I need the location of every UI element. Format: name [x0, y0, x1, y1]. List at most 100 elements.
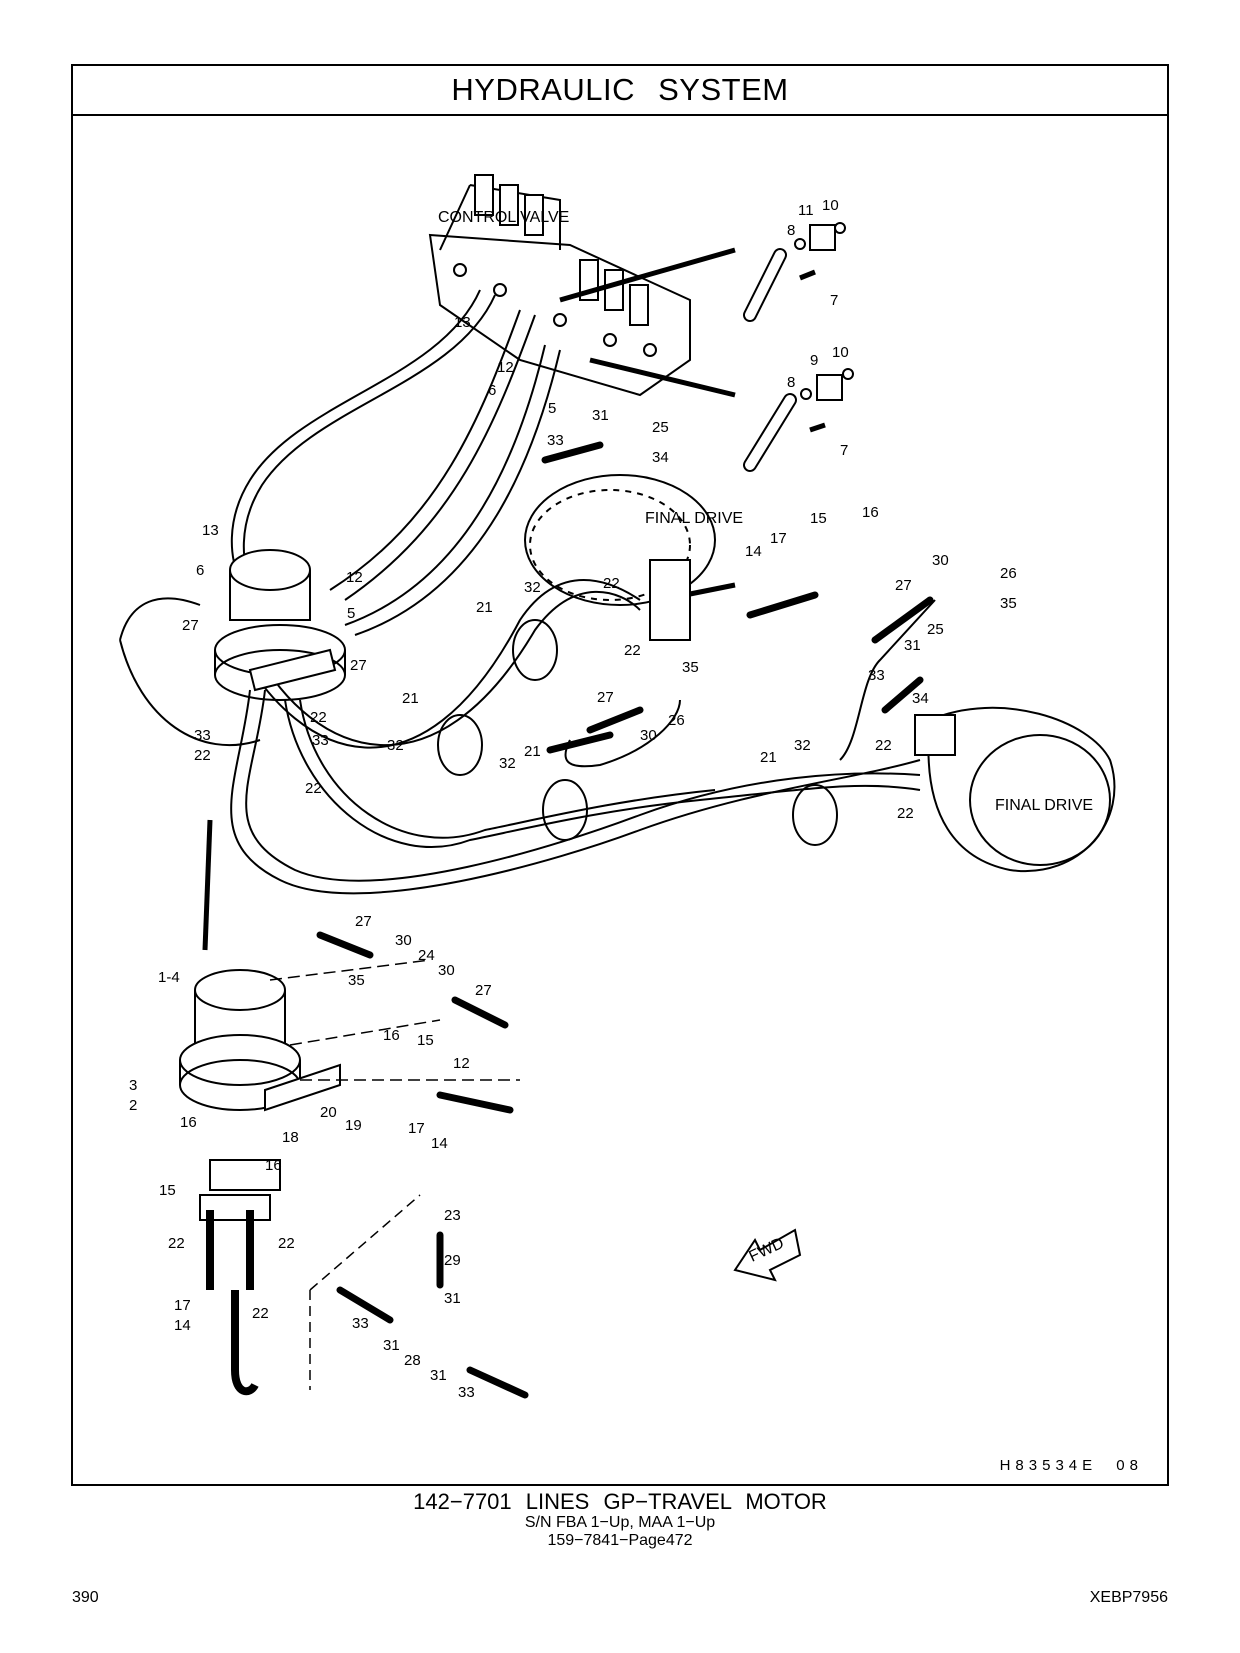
callout: 10: [822, 197, 839, 214]
callout: 32: [387, 737, 404, 754]
callout: 22: [603, 575, 620, 592]
callout-numbers: 10 11 8 7 9 10 8 7 13 12 6 5 31 25 33 34…: [129, 197, 1017, 1401]
callout: 8: [787, 222, 795, 239]
callout: 17: [408, 1120, 425, 1137]
callout: 32: [794, 737, 811, 754]
callout: 21: [476, 599, 493, 616]
callout: 31: [444, 1290, 461, 1307]
control-valve-drawing: [428, 174, 691, 397]
callout: 12: [497, 359, 514, 376]
callout: 20: [320, 1104, 337, 1121]
final-drive-label-right: FINAL DRIVE: [995, 797, 1093, 814]
callout: 27: [355, 913, 372, 930]
callout: 27: [475, 982, 492, 999]
callout: 5: [347, 605, 355, 622]
callout: 7: [830, 292, 838, 309]
callout: 16: [862, 504, 879, 521]
callout: 2: [129, 1097, 137, 1114]
callout: 10: [832, 344, 849, 361]
callout: 34: [652, 449, 669, 466]
callout: 33: [312, 732, 329, 749]
callout: 33: [352, 1315, 369, 1332]
callout: 33: [458, 1384, 475, 1401]
callout: 11: [798, 202, 814, 219]
callout: 15: [417, 1032, 434, 1049]
callout: 35: [682, 659, 699, 676]
callout: 26: [668, 712, 685, 729]
callout: 32: [499, 755, 516, 772]
caption: 142−7701 LINES GP−TRAVEL MOTOR S/N FBA 1…: [0, 1490, 1240, 1550]
callout: 22: [278, 1235, 295, 1252]
callout: 16: [383, 1027, 400, 1044]
callout: 12: [453, 1055, 470, 1072]
callout: 27: [597, 689, 614, 706]
callout: 25: [652, 419, 669, 436]
callout: 25: [927, 621, 944, 638]
travel-motor-exploded: [179, 959, 520, 1396]
callout: 15: [159, 1182, 176, 1199]
callout: 6: [488, 382, 496, 399]
callout: 32: [524, 579, 541, 596]
callout: 17: [770, 530, 787, 547]
callout: 27: [350, 657, 367, 674]
final-drive-right: [914, 706, 1116, 873]
travel-motor-upper: [214, 549, 346, 701]
callout: 33: [547, 432, 564, 449]
caption-reference: 159−7841−Page472: [547, 1532, 693, 1549]
caption-title: 142−7701 LINES GP−TRAVEL MOTOR: [413, 1489, 827, 1514]
callout: 21: [760, 749, 777, 766]
hose-bundle-lower: [119, 579, 936, 895]
callout: 22: [252, 1305, 269, 1322]
callout: 34: [912, 690, 929, 707]
drawing-code: H83534E 08: [999, 1457, 1143, 1474]
callout: 19: [345, 1117, 362, 1134]
callout: 31: [592, 407, 609, 424]
callout: 35: [348, 972, 365, 989]
fwd-arrow: [733, 1228, 802, 1282]
callout: 18: [282, 1129, 299, 1146]
callout: 26: [1000, 565, 1017, 582]
diagram-frame: HYDRAULIC SYSTEM H83534E 08: [71, 64, 1169, 1486]
callout: 35: [1000, 595, 1017, 612]
callout: 5: [548, 400, 556, 417]
callout: 14: [431, 1135, 448, 1152]
callout: 23: [444, 1207, 461, 1224]
control-valve-label: CONTROL VALVE: [438, 209, 569, 226]
callout: 30: [395, 932, 412, 949]
callout: 17: [174, 1297, 191, 1314]
loose-fittings: [316, 441, 934, 1399]
callout: 14: [174, 1317, 191, 1334]
callout: 15: [810, 510, 827, 527]
final-drive-center: [524, 474, 716, 641]
fitting-group-upper: [743, 222, 854, 472]
hose-bundle-upper: [230, 289, 561, 636]
callout: 33: [868, 667, 885, 684]
callout: 33: [194, 727, 211, 744]
callout: 22: [875, 737, 892, 754]
final-drive-label-center: FINAL DRIVE: [645, 510, 743, 527]
callout: 14: [745, 543, 762, 560]
callout: 12: [346, 569, 363, 586]
callout: 1-4: [158, 969, 180, 986]
callout: 31: [430, 1367, 447, 1384]
callout: 22: [624, 642, 641, 659]
parts-diagram: CONTROL VALVE FINAL DRIVE FINAL DRIVE FW…: [119, 174, 1116, 1401]
page-title: HYDRAULIC SYSTEM: [73, 66, 1167, 116]
callout: 8: [787, 374, 795, 391]
callout: 29: [444, 1252, 461, 1269]
callout: 16: [265, 1157, 282, 1174]
callout: 31: [383, 1337, 400, 1354]
callout: 7: [840, 442, 848, 459]
callout: 22: [168, 1235, 185, 1252]
callout: 22: [897, 805, 914, 822]
callout: 28: [404, 1352, 421, 1369]
callout: 30: [640, 727, 657, 744]
callout: 9: [810, 352, 818, 369]
callout: 22: [194, 747, 211, 764]
callout: 13: [454, 314, 471, 331]
callout: 22: [305, 780, 322, 797]
document-code: XEBP7956: [1089, 1589, 1168, 1606]
callout: 30: [438, 962, 455, 979]
page-number: 390: [72, 1589, 99, 1606]
callout: 27: [182, 617, 199, 634]
